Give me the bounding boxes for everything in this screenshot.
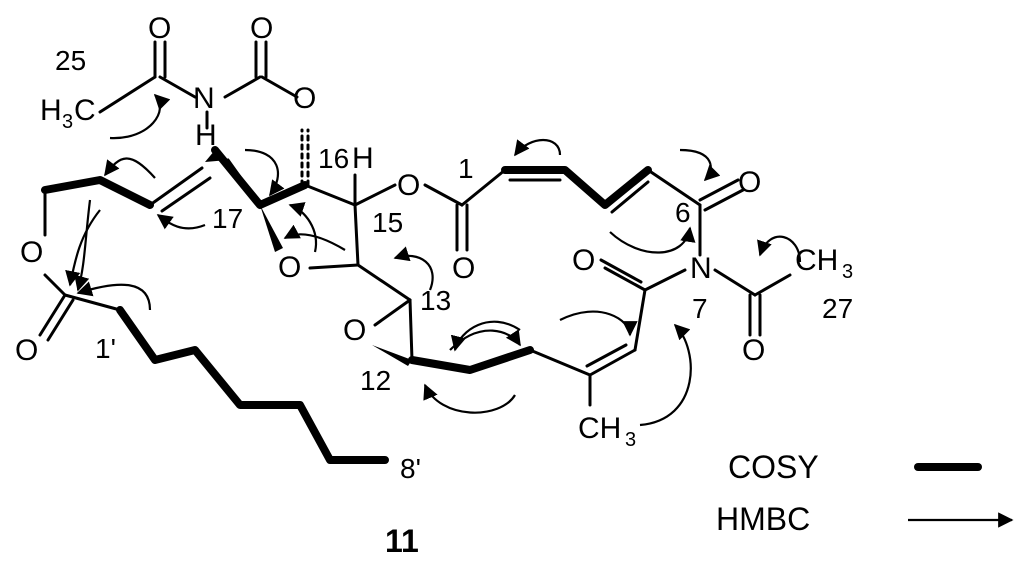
legend-cosy-label: COSY: [728, 449, 819, 485]
atom-ch3-methyl: CH: [578, 412, 621, 445]
atom-o-carbamate: O: [250, 12, 273, 45]
atom-o-lactone-carbonyl: O: [15, 334, 38, 367]
atom-ch3-27: CH: [795, 244, 838, 277]
atom-h3c-sub: 3: [62, 111, 73, 133]
locant-12: 12: [360, 365, 391, 396]
locant-13: 13: [420, 285, 451, 316]
atom-ch3-27-sub: 3: [842, 261, 853, 283]
atom-o-acetyl-27: O: [742, 334, 765, 367]
atom-o-lactone: O: [20, 236, 43, 269]
atom-h3c-h: H: [40, 94, 62, 127]
cosy-bonds: [41, 146, 652, 464]
locant-1-prime: 1': [95, 333, 116, 364]
atom-o-imide: O: [572, 244, 595, 277]
atom-o-ester: O: [397, 169, 420, 202]
legend-hmbc-label: HMBC: [716, 501, 810, 537]
atom-h-nh: H: [195, 119, 217, 152]
atom-o-epoxide: O: [343, 314, 366, 347]
locant-16: 16: [318, 143, 349, 174]
atom-n-imide: N: [690, 252, 712, 285]
atom-o-ether: O: [293, 82, 316, 115]
atom-h16: H: [352, 142, 374, 175]
locant-6: 6: [675, 197, 691, 228]
locant-27: 27: [822, 293, 853, 324]
compound-number: 11: [385, 523, 419, 559]
locant-25: 25: [55, 45, 86, 76]
locant-1: 1: [458, 153, 474, 184]
atom-o-ester-carbonyl: O: [452, 252, 475, 285]
atom-h3c-c: C: [74, 94, 96, 127]
locant-7: 7: [692, 293, 708, 324]
locant-17: 17: [212, 203, 243, 234]
atom-ch3-methyl-sub: 3: [625, 429, 636, 451]
atom-labels: 25 O O N H H 3 C O 16 H O 1 O 6 17 15 O …: [15, 12, 853, 484]
locant-8-prime: 8': [400, 453, 421, 484]
atom-n-nh: N: [193, 82, 215, 115]
atom-o-ketone6: O: [738, 166, 761, 199]
atom-o-acetyl: O: [148, 12, 171, 45]
locant-15: 15: [372, 207, 403, 238]
hmbc-arrows: [65, 93, 802, 427]
legend: COSY HMBC: [716, 449, 1014, 537]
atom-o-thf: O: [278, 251, 301, 284]
